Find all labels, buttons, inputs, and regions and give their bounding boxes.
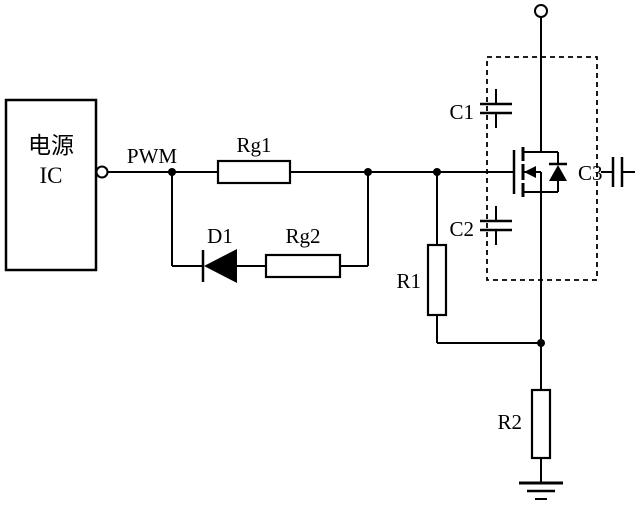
junction-dot-pwm-branch <box>168 168 176 176</box>
power-ic-label-line2: IC <box>40 163 63 188</box>
label-pwm: PWM <box>127 144 178 168</box>
mosfet-symbol <box>512 147 567 197</box>
resistor-rg2 <box>264 253 342 279</box>
resistor-rg1 <box>216 159 292 185</box>
label-c3: C3 <box>578 161 603 185</box>
junction-dot-source-r1 <box>537 339 545 347</box>
label-c2: C2 <box>449 217 474 241</box>
power-ic-label-line1: 电源 <box>28 133 74 158</box>
resistor-r2 <box>530 388 552 460</box>
label-rg1: Rg1 <box>236 133 271 157</box>
label-d1: D1 <box>207 224 233 248</box>
capacitor-c3 <box>601 157 635 187</box>
diode-d1-triangle <box>204 249 237 283</box>
label-r2: R2 <box>497 410 522 434</box>
pwm-output-terminal <box>95 165 109 179</box>
resistor-r1 <box>426 243 448 317</box>
label-rg2: Rg2 <box>285 224 320 248</box>
junction-dot-rg2-return <box>364 168 372 176</box>
ground-symbol <box>519 481 563 500</box>
body-diode-triangle <box>549 165 567 181</box>
top-supply-terminal <box>534 4 548 18</box>
label-c1: C1 <box>449 100 474 124</box>
capacitor-c1 <box>480 89 512 128</box>
wires <box>107 17 542 483</box>
power-ic-box <box>4 98 98 272</box>
capacitor-c2 <box>480 206 512 245</box>
diode-d1 <box>201 249 237 283</box>
label-r1: R1 <box>396 269 421 293</box>
mosfet-body-arrow <box>524 166 536 178</box>
junction-dot-r1-top <box>433 168 441 176</box>
